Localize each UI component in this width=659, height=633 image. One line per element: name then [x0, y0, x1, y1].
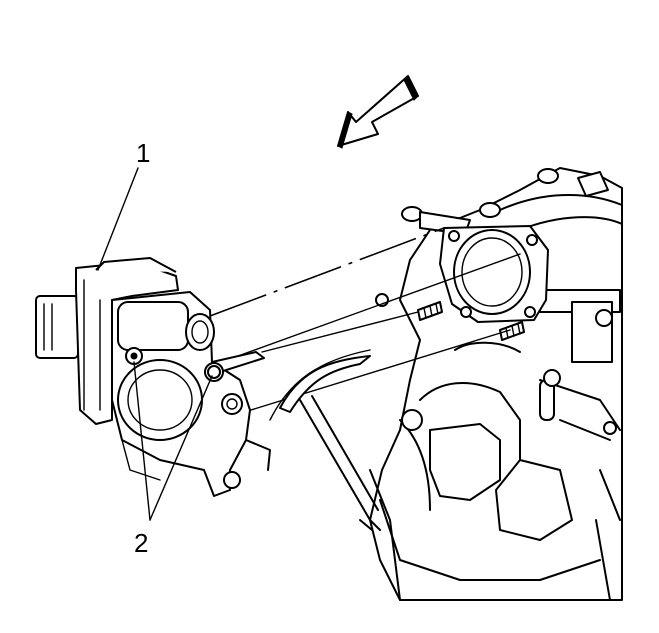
- manifold-flange: [439, 225, 549, 323]
- wiring-harness: [279, 355, 381, 531]
- callout-leaders: [97, 167, 213, 521]
- direction-arrow-icon: [337, 75, 419, 149]
- mounting-studs: [417, 301, 525, 341]
- throttle-body: [35, 257, 271, 497]
- intake-manifold: [359, 167, 623, 601]
- assembly-guide-lines: [209, 227, 521, 421]
- callout-2-label: 2: [134, 528, 148, 558]
- callout-1-label: 1: [136, 138, 150, 168]
